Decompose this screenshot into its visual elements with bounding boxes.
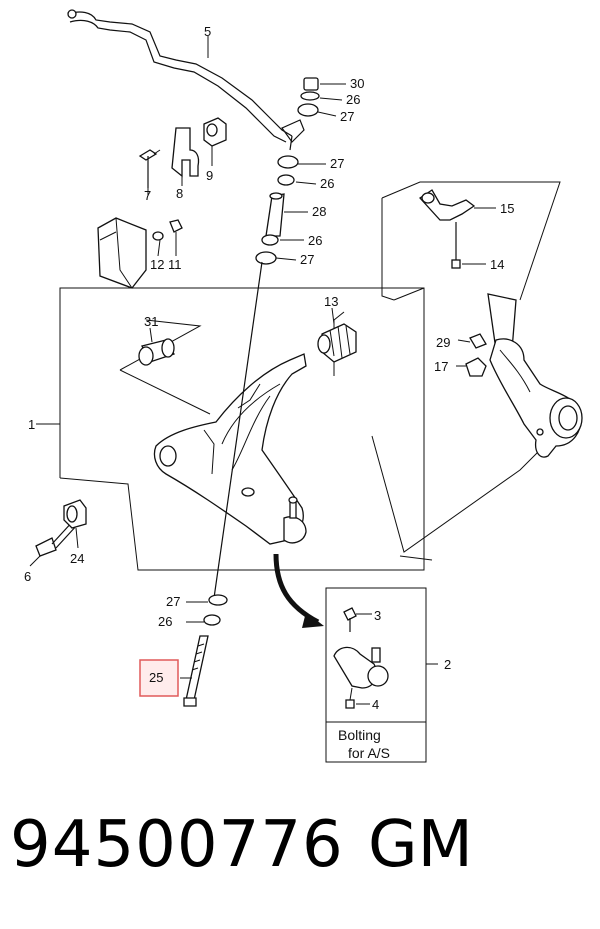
lower-link-bolt [180,261,263,707]
callout-27-bottom: 27 [166,594,180,609]
assembly-frame-lines [59,181,561,571]
callout-12: 12 [150,257,164,272]
callout-25: 25 [149,670,163,685]
callout-26-mid: 26 [320,176,334,191]
callout-3: 3 [374,608,381,623]
callout-6: 6 [24,569,31,584]
callout-14: 14 [490,257,504,272]
callout-17: 17 [434,359,448,374]
arm-bushing [138,338,175,366]
callout-2: 2 [444,657,451,672]
callout-26-bottom: 26 [158,614,172,629]
callout-26-low: 26 [308,233,322,248]
callout-28: 28 [312,204,326,219]
detail-arrow-head [302,612,324,628]
callout-26-top: 26 [346,92,360,107]
callout-4: 4 [372,697,379,712]
callout-5: 5 [204,24,211,39]
leader-lines [36,36,335,425]
stabilizer-bar [67,9,305,143]
callout-30: 30 [350,76,364,91]
arm-bolt [29,499,87,567]
upper-link-hardware [297,77,346,117]
clamp-bracket-and-bushing [138,117,227,188]
rear-bushing [317,323,357,363]
lower-control-arm [153,353,307,545]
callout-1: 1 [28,417,35,432]
mount-bracket [97,217,183,289]
part-number: 94500776 [10,808,344,882]
callout-15: 15 [500,201,514,216]
ball-joint-inset [325,587,438,763]
brake-hose-clip [419,189,496,269]
stabilizer-link-stack [255,135,326,265]
callout-31: 31 [144,314,158,329]
callout-11: 11 [168,257,182,272]
steering-knuckle [487,293,583,458]
highlight-box-25 [139,659,179,697]
inset-caption-line-2: for A/S [348,745,390,761]
callout-13: 13 [324,294,338,309]
callout-24: 24 [70,551,84,566]
callout-8: 8 [176,186,183,201]
detail-arrow [273,553,320,625]
inset-caption-line-1: Bolting [338,727,381,743]
callout-7: 7 [144,188,151,203]
nut-and-pin [456,333,487,377]
callout-29: 29 [436,335,450,350]
brand-name: GM [368,808,473,882]
callout-27-top: 27 [340,109,354,124]
callout-9: 9 [206,168,213,183]
callout-27-low: 27 [300,252,314,267]
callout-27-mid: 27 [330,156,344,171]
